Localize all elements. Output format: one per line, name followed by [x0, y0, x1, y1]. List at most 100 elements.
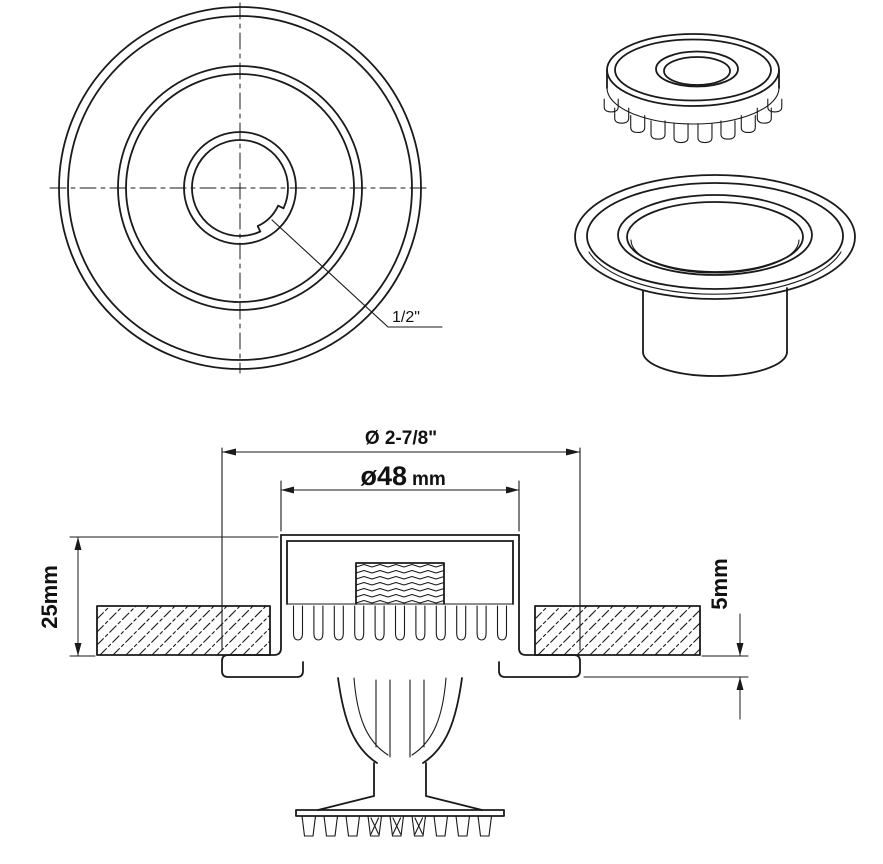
bushing-flange-outer-ellipse	[574, 174, 856, 300]
isometric-view	[574, 33, 856, 377]
hatch-line	[534, 605, 549, 620]
bushing-hole-outer-ellipse	[617, 194, 813, 276]
castellation-tooth	[603, 98, 619, 113]
hatch-line	[96, 605, 111, 620]
hatch-line	[125, 605, 176, 656]
deflector-hatch	[370, 817, 380, 835]
ring-hole-outer-ellipse	[655, 50, 739, 88]
threaded-stud-outline	[355, 562, 445, 605]
arrowhead-right	[566, 448, 580, 456]
hatch-line	[563, 605, 614, 656]
deflector-tooth	[323, 815, 339, 837]
notch-leader-line	[271, 219, 443, 328]
thread-line	[355, 575, 445, 580]
thread-line	[355, 563, 445, 568]
castellation-tooth	[614, 107, 630, 124]
hatch-line	[138, 605, 189, 656]
retainer-tooth	[476, 605, 487, 641]
cup-outer-circle	[117, 65, 363, 311]
hatch-line	[96, 605, 124, 633]
hatch-line	[534, 605, 562, 633]
sprinkler-head	[295, 677, 505, 837]
retainer-tooth	[496, 605, 508, 641]
retainer-tooth	[374, 605, 385, 641]
castellation-tooth	[756, 107, 772, 124]
deflector-tooth	[389, 815, 405, 837]
deflector-hatch	[414, 817, 424, 835]
escutcheon-section	[221, 534, 581, 678]
bushing-flange-rim-ellipse	[586, 182, 844, 290]
right-frame-arm-outer	[422, 677, 463, 764]
bushing-neck-bottom-arc	[642, 351, 788, 377]
hatch-line	[229, 614, 271, 656]
arrowhead-right	[506, 486, 519, 494]
arrowhead-bottom	[74, 643, 82, 656]
ring-castellation-teeth	[603, 98, 783, 144]
ring-bottom-edge-arc	[606, 87, 780, 125]
hatch-line	[96, 605, 137, 646]
left-panel-hatching	[96, 605, 271, 656]
inner-diameter-unit-label: mm	[412, 469, 446, 490]
ring-top-face-ellipse	[614, 38, 772, 102]
castellation-tooth	[630, 115, 646, 134]
retainer-tooth	[313, 605, 324, 641]
left-frame-arm-inner	[353, 677, 389, 756]
arrowhead-left	[281, 486, 294, 494]
valve-stem-lines	[375, 679, 425, 758]
protrusion-dimension: 5mm	[583, 558, 749, 720]
flange-outer-edge-circle	[58, 6, 422, 370]
hatch-line	[680, 635, 701, 656]
hatch-line	[534, 605, 575, 646]
hatch-line	[693, 648, 701, 656]
hatch-line	[216, 605, 267, 656]
stud-threads	[355, 563, 445, 604]
ceiling-panels	[96, 605, 701, 656]
hatch-line	[654, 609, 701, 656]
hatch-line	[615, 605, 666, 656]
bushing-hole-inner-ellipse	[626, 201, 804, 273]
flange-rim-circle	[67, 15, 413, 361]
hatch-line	[203, 605, 254, 656]
hatch-line	[99, 605, 150, 656]
retainer-tooth	[435, 605, 446, 641]
retainer-teeth	[292, 605, 508, 641]
castellation-tooth	[650, 120, 666, 140]
hatch-line	[255, 640, 271, 656]
inner-diameter-value-label: ø48	[360, 461, 407, 491]
plan-view: 1/2"	[49, 2, 443, 374]
outer-diameter-dimension: Ø 2-7/8"	[221, 428, 581, 651]
thread-line	[355, 599, 445, 604]
retainer-tooth	[292, 605, 304, 641]
ring-outer-ellipse	[606, 33, 780, 107]
retainer-tooth	[394, 605, 406, 641]
hatch-line	[602, 605, 653, 656]
deflector-tooth	[301, 815, 317, 837]
bushing-bore-depth-arc	[630, 239, 800, 274]
arrowhead-down	[736, 643, 744, 656]
deflector-tooth	[411, 815, 427, 837]
castellation-tooth	[697, 123, 713, 144]
arrowhead-top	[74, 537, 82, 550]
hatch-line	[242, 627, 271, 656]
right-frame-arm-inner	[411, 677, 447, 756]
deflector-tooth	[455, 815, 471, 837]
deflector-tooth	[477, 815, 493, 837]
thread-line	[355, 581, 445, 586]
cup-inner-circle	[125, 73, 355, 303]
right-panel-hatching	[534, 605, 701, 656]
hub-and-skirt	[317, 762, 483, 811]
deflector-hatch	[392, 817, 402, 835]
arrowhead-left	[222, 448, 236, 456]
hatch-line	[628, 605, 679, 656]
castellation-tooth	[767, 98, 783, 113]
hole-outer-circle	[183, 131, 297, 245]
flanged-bushing	[574, 174, 856, 377]
deflector-plate	[295, 809, 505, 817]
deflector-tooth	[367, 815, 383, 837]
retainer-tooth	[415, 605, 426, 641]
inner-diameter-dimension: ø48 mm	[280, 461, 520, 532]
thread-line	[355, 593, 445, 598]
deflector-tooth	[345, 815, 361, 837]
hatch-line	[164, 605, 215, 656]
